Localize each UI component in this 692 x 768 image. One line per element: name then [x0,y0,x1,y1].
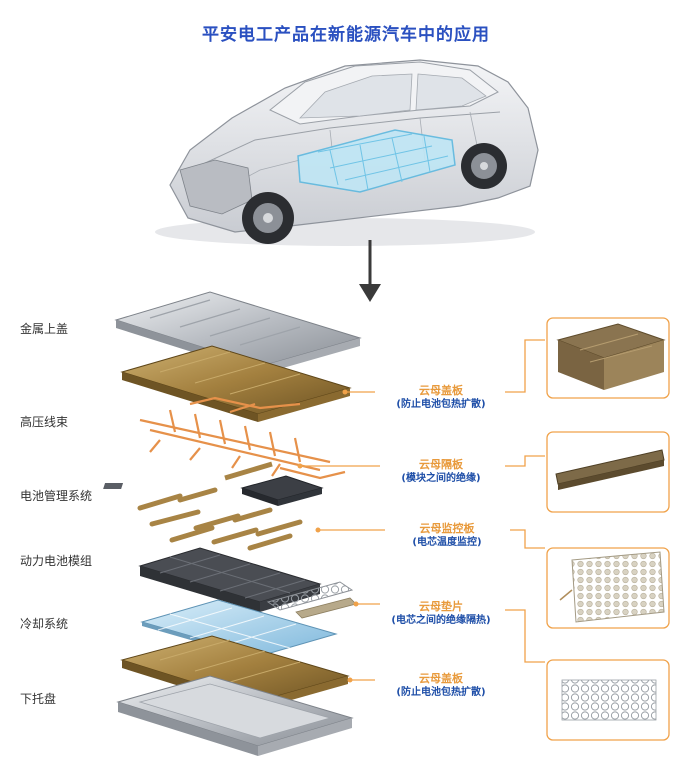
leader-lines [300,339,545,681]
front-wheel [242,192,294,244]
hv-wiring-harness [139,396,346,480]
callout-desc: (模块之间的绝缘) [401,473,481,484]
product-photo-mica-cover-plate [546,317,670,399]
layer-label-battery-modules: 动力电池模组 [20,554,93,568]
callout-desc: (电芯温度监控) [412,537,482,548]
callout-desc: (电芯之间的绝缘隔热) [391,615,491,626]
callout-name: 云母盖板 [419,672,463,685]
car-window [299,73,413,119]
battery-management-system [103,461,324,506]
car-window [415,73,487,111]
car-frame-line [189,111,501,171]
layer-label-metal-top-cover: 金属上盖 [20,322,69,336]
mica-partition-strips [137,487,303,551]
product-photo-mica-spacer [546,659,670,741]
product-photo-mica-partition [546,431,670,513]
callout-mica-partition: 云母隔板 (模块之间的绝缘) [376,458,506,486]
layer-label-bms: 电池管理系统 [20,489,93,503]
leader-dots [297,389,359,683]
page-title: 平安电工产品在新能源汽车中的应用 [202,25,490,45]
callout-name: 云母盖板 [419,384,463,397]
lower-tray [116,675,354,756]
product-photo-mica-monitor-board [546,547,670,629]
callout-name: 云母监控板 [419,522,475,535]
mica-spacers [266,581,357,619]
callout-desc: (防止电池包热扩散) [396,399,486,410]
battery-pack [297,129,456,193]
callout-mica-cover-plate-bottom: 云母盖板 (防止电池包热扩散) [376,672,506,700]
rear-wheel [461,143,507,189]
layer-label-lower-tray: 下托盘 [20,692,57,706]
callout-mica-cover-plate-top: 云母盖板 (防止电池包热扩散) [376,384,506,412]
battery-pack-grid [317,133,449,191]
mica-cover-plate-top [120,345,352,422]
layer-label-hv-wiring: 高压线束 [20,415,69,429]
callout-mica-monitor-board: 云母监控板 (电芯温度监控) [382,522,512,550]
callout-name: 云母隔板 [419,458,463,471]
callout-desc: (防止电池包热扩散) [396,687,486,698]
layer-label-cooling: 冷却系统 [20,617,69,631]
car-illustration [155,59,539,246]
callout-name: 云母垫片 [419,600,463,613]
callout-mica-spacer: 云母垫片 (电芯之间的绝缘隔热) [376,600,506,628]
down-arrow-icon [359,240,381,302]
